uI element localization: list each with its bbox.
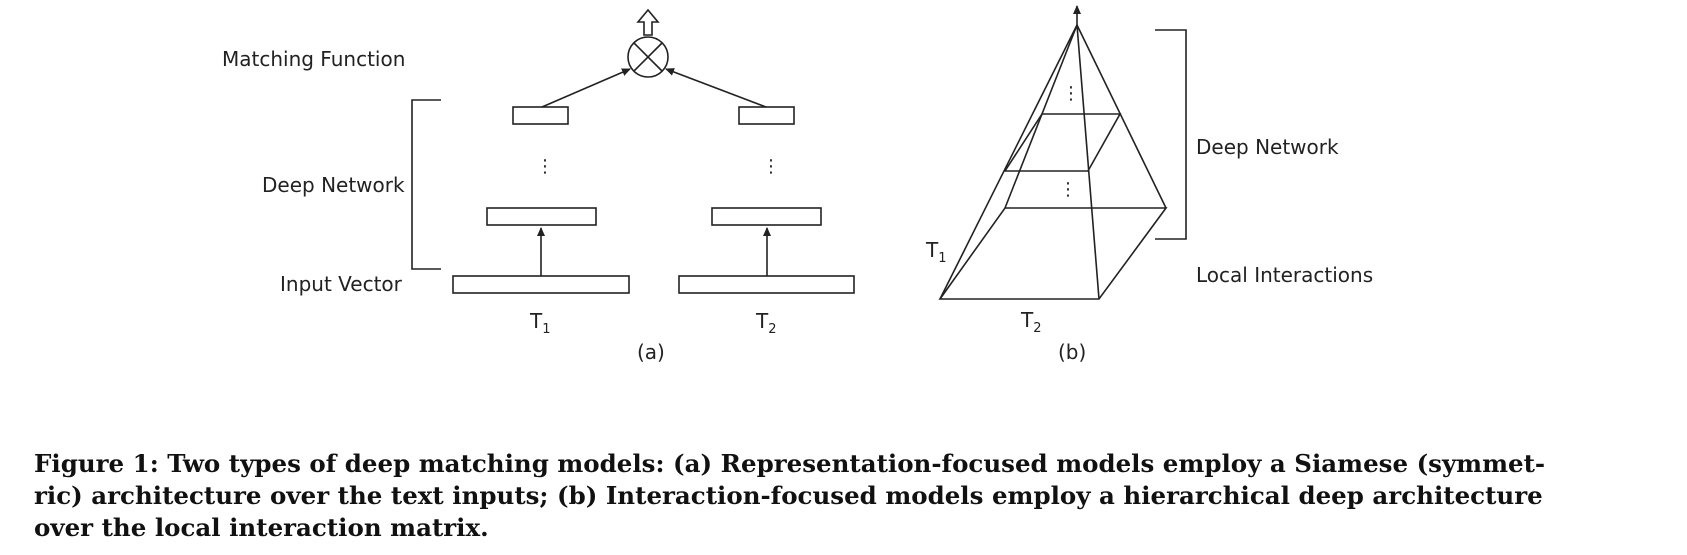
panel-b: ⋮ ⋮ Deep Network Local Interactions T1 T… xyxy=(925,5,1373,364)
right-hidden-layer-box xyxy=(711,207,822,226)
right-top-layer-box xyxy=(738,106,795,125)
local-interactions-label: Local Interactions xyxy=(1196,263,1373,287)
left-match-arrow xyxy=(541,68,631,108)
panel-b-label: (b) xyxy=(1058,340,1086,364)
deep-network-bracket-b xyxy=(1155,29,1187,240)
figure-caption: Figure 1: Two types of deep matching mod… xyxy=(34,448,1664,544)
matching-function-node xyxy=(627,36,669,78)
left-input-vector-box xyxy=(452,275,630,294)
pyramid-ellipsis-upper: ⋮ xyxy=(1062,83,1080,104)
caption-line-3: over the local interaction matrix. xyxy=(34,513,489,542)
panel-a: Matching Function Deep Network Input Vec… xyxy=(222,8,855,364)
caption-line-1: Figure 1: Two types of deep matching mod… xyxy=(34,449,1546,478)
caption-line-2: ric) architecture over the text inputs; … xyxy=(34,481,1543,510)
pyramid-base xyxy=(938,207,1168,300)
pyramid-ellipsis-lower: ⋮ xyxy=(1059,179,1077,200)
deep-network-label-b: Deep Network xyxy=(1196,135,1339,159)
left-top-layer-box xyxy=(512,106,569,125)
pyramid-layer-1 xyxy=(1003,113,1122,172)
t2-label-a: T2 xyxy=(755,309,777,337)
right-ellipsis: ⋮ xyxy=(762,156,780,177)
deep-matching-diagram: Matching Function Deep Network Input Vec… xyxy=(222,5,1373,364)
deep-network-bracket-a xyxy=(411,99,441,270)
output-arrow-icon xyxy=(636,8,660,36)
t1-label-b: T1 xyxy=(925,238,947,266)
deep-network-label-a: Deep Network xyxy=(262,173,405,197)
t2-label-b: T2 xyxy=(1020,308,1042,336)
pyramid-edges xyxy=(939,24,1167,300)
left-hidden-layer-box xyxy=(486,207,597,226)
right-input-vector-box xyxy=(678,275,855,294)
matching-function-label: Matching Function xyxy=(222,47,405,71)
right-match-arrow xyxy=(665,68,767,108)
left-ellipsis: ⋮ xyxy=(536,156,554,177)
t1-label-a: T1 xyxy=(529,309,551,337)
input-vector-label: Input Vector xyxy=(280,272,403,296)
panel-a-label: (a) xyxy=(637,340,665,364)
